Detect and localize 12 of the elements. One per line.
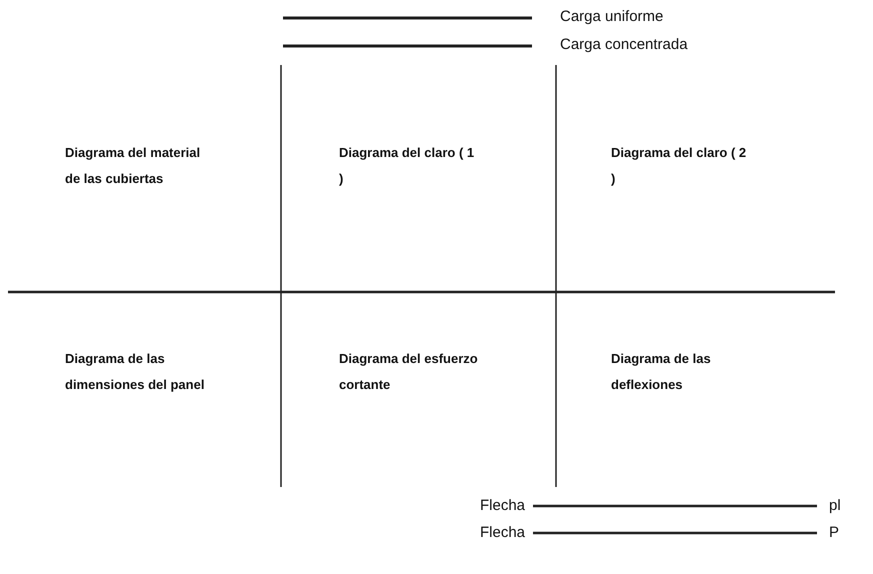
- legend-text: Carga uniforme: [560, 8, 664, 26]
- cell-text: Diagrama del esfuerzo cortante: [339, 350, 479, 394]
- scale-label: P: [829, 524, 840, 542]
- legend-text: Carga concentrada: [560, 36, 688, 54]
- scale-label: Flecha: [480, 497, 526, 515]
- cell-text: Diagrama de las deflexiones: [611, 350, 712, 394]
- cell-text: Diagrama del claro ( 1 ): [339, 144, 476, 188]
- scale-label: pl: [829, 497, 841, 515]
- cell-text: Diagrama del claro ( 2 ): [611, 144, 748, 188]
- scale-label: Flecha: [480, 524, 526, 542]
- cell-text: Diagrama del material de las cubiertas: [65, 144, 202, 188]
- cell-text: Diagrama de las dimensiones del panel: [65, 350, 205, 394]
